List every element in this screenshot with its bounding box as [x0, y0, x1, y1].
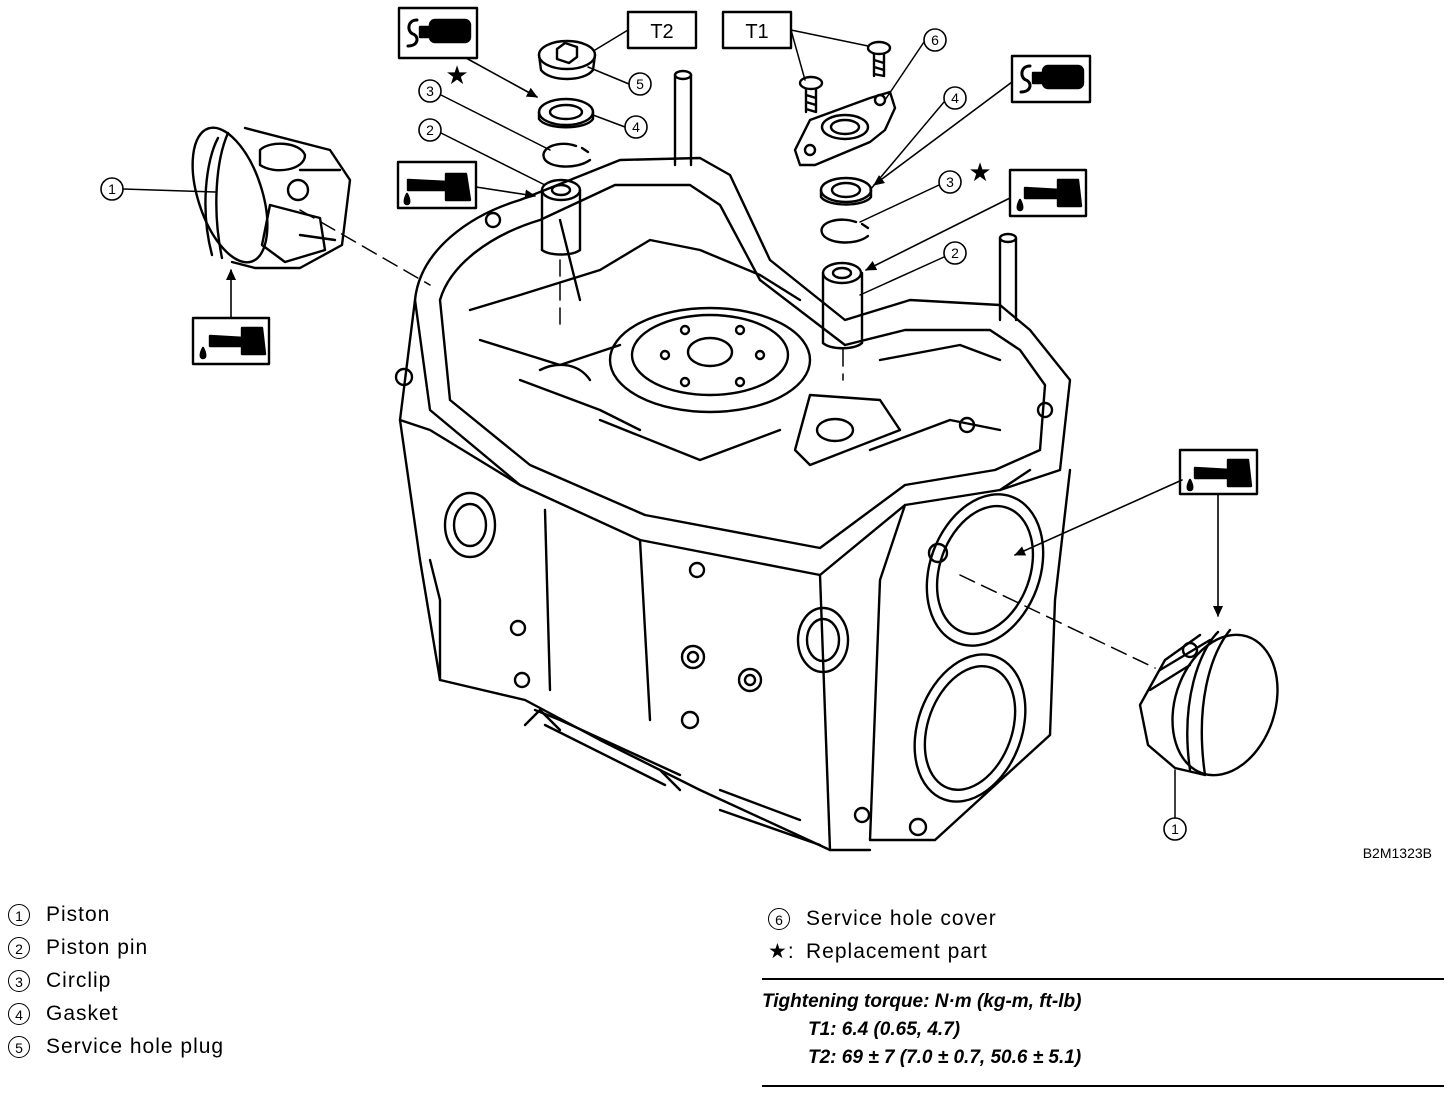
service-hole-plug-left	[537, 39, 597, 81]
legend-label: Service hole plug	[46, 1035, 225, 1058]
legend-label: Piston pin	[46, 936, 149, 959]
legend-number: 5	[8, 1035, 30, 1058]
legend-item: 5 Service hole plug	[8, 1030, 224, 1063]
sealant-tube-icon	[397, 6, 479, 60]
callout-circle-4-right	[943, 86, 967, 110]
legend-label: Gasket	[46, 1002, 119, 1025]
callout-3-right: 3	[946, 174, 954, 190]
oil-can-icon	[1008, 168, 1088, 218]
callout-circle-2-right	[943, 241, 967, 265]
piston-pin-right	[821, 261, 864, 350]
legend-number: 4	[8, 1002, 30, 1025]
piston-pin-left	[540, 178, 582, 256]
callout-6: 6	[931, 32, 939, 48]
legend-number: 2	[8, 936, 30, 959]
bottom-rule	[762, 1085, 1444, 1087]
sealant-tube-icon	[1010, 54, 1092, 104]
stud-left	[673, 69, 693, 167]
gasket-left	[537, 97, 595, 129]
legend-item: 2 Piston pin	[8, 931, 224, 964]
callout-2-left: 2	[426, 122, 434, 138]
crankcase-block	[394, 156, 1072, 852]
torque-header: Tightening torque: N·m (kg-m, ft-lb)	[762, 991, 1082, 1012]
service-hole-cover	[793, 90, 897, 167]
legend-item: ★: Replacement part	[768, 935, 997, 968]
oil-can-icon	[396, 160, 478, 210]
callout-1-right: 1	[1171, 821, 1179, 837]
legend-item: 4 Gasket	[8, 997, 224, 1030]
replacement-star-left: ★	[445, 60, 468, 90]
legend-label: Circlip	[46, 969, 112, 992]
legend-star-key: ★:	[768, 940, 795, 963]
replacement-star-right: ★	[968, 157, 991, 187]
gasket-right	[819, 176, 873, 206]
legend-label: Replacement part	[806, 940, 988, 963]
legend-left: 1 Piston 2 Piston pin 3 Circlip 4 Gasket…	[8, 898, 224, 1063]
callout-4-right: 4	[951, 90, 959, 106]
callout-circle-2-left	[418, 118, 442, 142]
torque-tag-t1: T1	[745, 21, 768, 43]
stud-right	[998, 232, 1018, 322]
callout-circle-6	[923, 28, 947, 52]
callout-circle-3-left	[418, 79, 442, 103]
piston-left	[191, 126, 352, 270]
legend-number: 1	[8, 903, 30, 926]
bolt-left	[798, 75, 824, 114]
legend-item: 6 Service hole cover	[768, 902, 997, 935]
piston-right	[1138, 628, 1279, 777]
callout-2-right: 2	[951, 245, 959, 261]
callout-5: 5	[636, 76, 644, 92]
circlip-right	[820, 218, 870, 244]
legend-number: 6	[768, 907, 790, 930]
callout-4-left: 4	[632, 119, 640, 135]
callout-1-left: 1	[108, 181, 116, 197]
torque-tag-t2: T2	[650, 21, 673, 43]
legend-right: 6 Service hole cover ★: Replacement part	[768, 902, 997, 968]
callout-circle-3-right	[938, 170, 962, 194]
legend-label: Piston	[46, 903, 111, 926]
legend-label: Service hole cover	[806, 907, 997, 930]
legend-number: 3	[8, 969, 30, 992]
oil-can-icon	[191, 316, 271, 366]
tightening-torque-spec: Tightening torque: N·m (kg-m, ft-lb) T1:…	[762, 978, 1444, 1072]
torque-t1: T1: 6.4 (0.65, 4.7)	[808, 1019, 961, 1040]
figure-code: B2M1323B	[1363, 845, 1432, 861]
callout-3-left: 3	[426, 83, 434, 99]
engine-block-exploded-diagram: 1 1 2 2 3 3 4 4 5 6 T2 T1 ★ ★ B2M1323B	[100, 6, 1432, 861]
bolt-right	[866, 40, 892, 78]
circlip-left	[542, 142, 592, 168]
legend-item: 3 Circlip	[8, 964, 224, 997]
oil-can-icon	[1178, 448, 1259, 496]
torque-t2: T2: 69 ± 7 (7.0 ± 0.7, 50.6 ± 5.1)	[808, 1047, 1082, 1068]
legend-item: 1 Piston	[8, 898, 224, 931]
